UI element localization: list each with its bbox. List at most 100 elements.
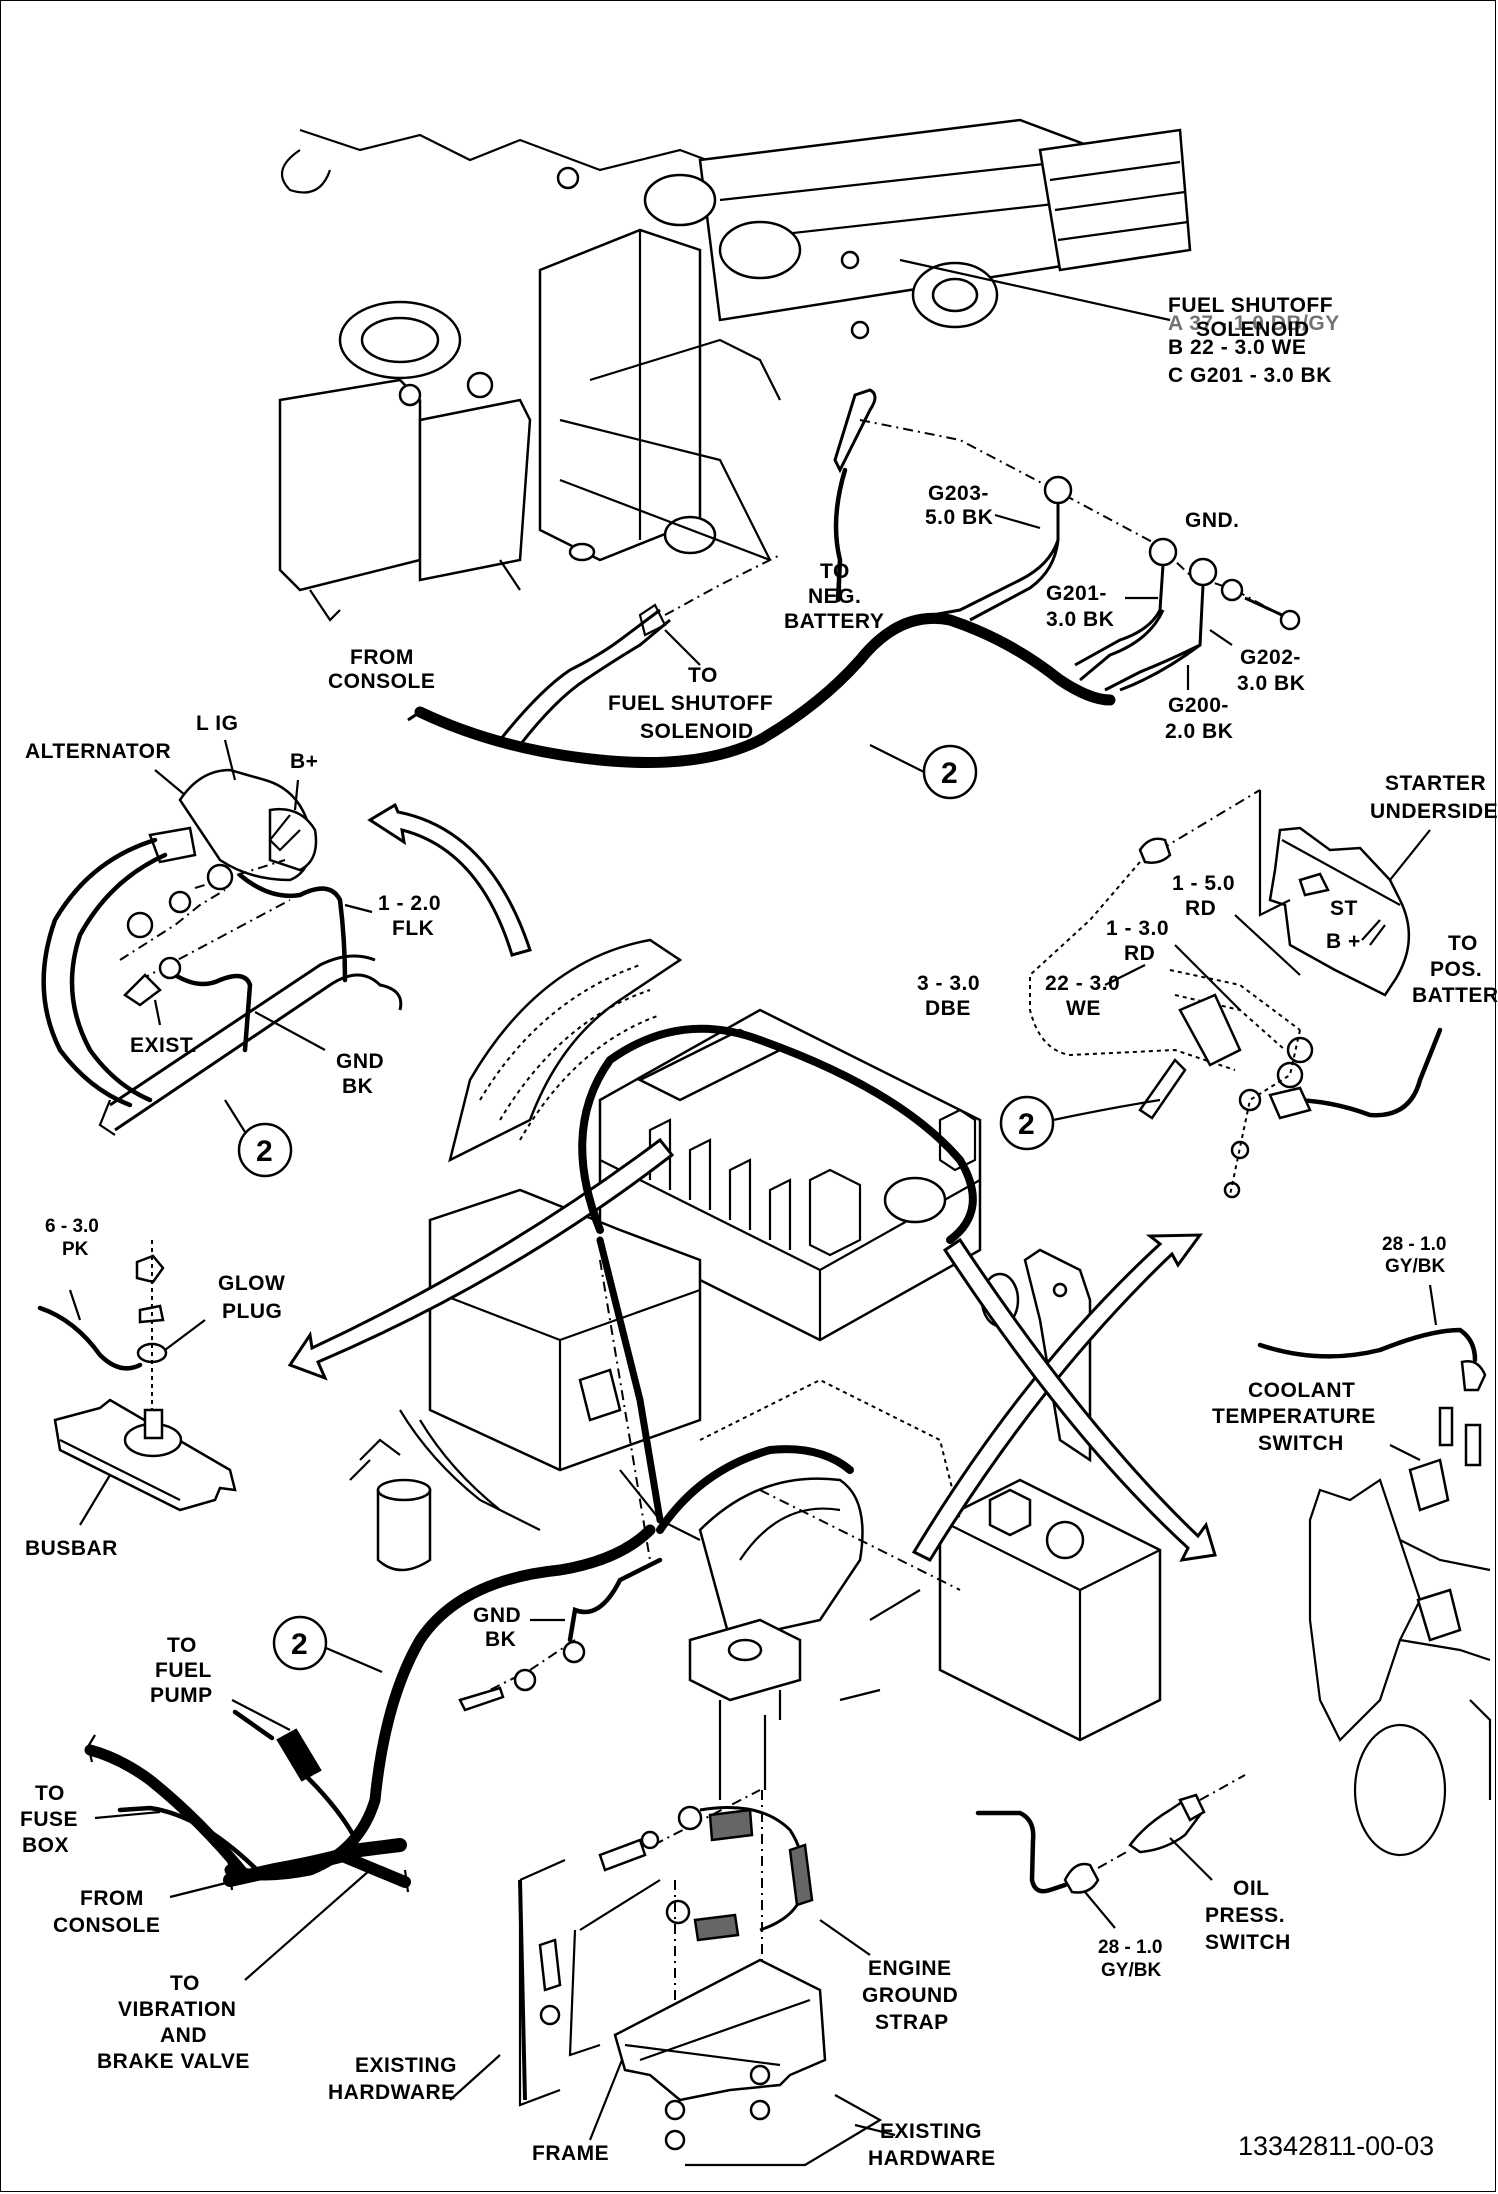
oil-title-2: PRESS. <box>1205 1904 1285 1927</box>
starter-washer <box>1238 1088 1262 1112</box>
fuel-pump-connector <box>276 1728 322 1782</box>
oil-pressure-detail: OIL PRESS. SWITCH 28 - 1.0 GY/BK <box>975 1774 1291 1981</box>
callout-2-alternator <box>237 1122 293 1178</box>
callout-2-harness-number: 2 <box>291 1628 308 1661</box>
engine-ground-strap-1: ENGINE <box>868 1957 952 1980</box>
frame-nut-icon <box>664 2129 686 2151</box>
rotation-arrows <box>287 802 1217 1562</box>
oil-connector <box>1063 1862 1100 1894</box>
ground-washer <box>1220 578 1244 602</box>
starter-wire-22-1: 22 - 3.0 <box>1045 972 1120 995</box>
fuel-shutoff-wire-c: C G201 - 3.0 BK <box>1168 364 1332 387</box>
glow-plug-detail: 6 - 3.0 PK GLOW PLUG BUSBAR <box>25 1216 285 1560</box>
strap-bolt-icon <box>598 1838 647 1872</box>
arrow-icon <box>367 802 532 957</box>
center-gnd-washer <box>513 1668 537 1692</box>
frame-bracket <box>613 1958 827 2102</box>
gnd-label: GND. <box>1185 509 1240 532</box>
starter-b-plus: B + <box>1326 930 1361 953</box>
starter-connector <box>1138 837 1172 864</box>
to-vibration-4: BRAKE VALVE <box>97 2050 250 2073</box>
to-neg-battery-2: NEG. <box>808 585 861 608</box>
coolant-title-2: TEMPERATURE <box>1212 1405 1376 1428</box>
g201-label-2: 3.0 BK <box>1046 608 1114 631</box>
from-console-lower-1: FROM <box>80 1887 144 1910</box>
starter-wire-1-5-1: 1 - 5.0 <box>1172 872 1235 895</box>
fuel-shutoff-leader <box>899 258 1171 322</box>
glow-wire-2: PK <box>62 1239 89 1260</box>
strap-ring-top <box>677 1805 703 1831</box>
ground-strap-detail: ENGINE GROUND STRAP EXISTING HARDWARE FR… <box>328 1715 995 2170</box>
g200-label-2: 2.0 BK <box>1165 720 1233 743</box>
starter-detail: 2 STARTER UNDERSIDE ST B + 1 - 5.0 RD 1 … <box>917 772 1498 1199</box>
callout-2-alternator-number: 2 <box>256 1135 273 1168</box>
g203-label-1: G203- <box>928 482 989 505</box>
ground-bolt-icon <box>1279 609 1301 631</box>
callout-2-starter-number: 2 <box>1018 1108 1035 1141</box>
to-pos-battery-2: POS. <box>1430 958 1482 981</box>
coolant-connector <box>1460 1360 1487 1392</box>
alternator-title: ALTERNATOR <box>25 740 171 763</box>
central-engine <box>349 938 1162 1742</box>
coolant-wire-1: 28 - 1.0 <box>1382 1234 1446 1255</box>
to-vibration-2: VIBRATION <box>118 1998 236 2021</box>
ground-ring-g202 <box>1188 557 1218 587</box>
starter-wire-22-2: WE <box>1066 997 1101 1020</box>
glow-plug-title-2: PLUG <box>222 1300 282 1323</box>
starter-wire-1-3-2: RD <box>1124 942 1155 965</box>
alt-nut <box>126 911 154 939</box>
busbar-label: BUSBAR <box>25 1537 118 1560</box>
fuel-shutoff-title: FUEL SHUTOFF <box>1168 294 1333 317</box>
engine-gnd-2: BK <box>485 1628 516 1651</box>
alternator-gnd-1: GND <box>336 1050 384 1073</box>
top-ground-wiring: 2 <box>407 388 1301 800</box>
strap-ring-bottom <box>665 1899 691 1925</box>
coolant-detail: 28 - 1.0 GY/BK COOLANT TEMPERATURE SWITC… <box>1212 1234 1492 1857</box>
to-pos-battery-1: TO <box>1448 932 1478 955</box>
oil-title-1: OIL <box>1233 1877 1270 1900</box>
alt-washer <box>168 890 192 914</box>
coolant-wire-2: GY/BK <box>1385 1256 1445 1277</box>
to-fuel-pump-3: PUMP <box>150 1684 213 1707</box>
to-pos-battery-3: BATTERY <box>1412 984 1498 1007</box>
g202-label-1: G202- <box>1240 646 1301 669</box>
top-ground-labels: G203- 5.0 BK GND. G201- 3.0 BK G202- 3.0… <box>328 482 1305 743</box>
callout-2-harness <box>272 1615 328 1671</box>
starter-title-2: UNDERSIDE <box>1370 800 1498 823</box>
alternator-b-plus: B+ <box>290 750 318 773</box>
engine-ground-strap-3: STRAP <box>875 2011 949 2034</box>
alternator-gnd-2: BK <box>342 1075 373 1098</box>
to-fuel-shutoff-3: SOLENOID <box>640 720 754 743</box>
engine-ground-strap-2: GROUND <box>862 1984 958 2007</box>
engine-gnd-1: GND <box>473 1604 521 1627</box>
alternator-detail: 2 ALTERNATOR L IG B+ 1 - 2.0 FLK EXIST. … <box>25 712 441 1178</box>
from-console-top-1: FROM <box>350 646 414 669</box>
existing-nut-icon <box>539 2004 561 2026</box>
from-console-top-2: CONSOLE <box>328 670 435 693</box>
to-vibration-1: TO <box>170 1972 200 1995</box>
frame-nut-2-icon <box>749 2099 771 2121</box>
strap-washer-icon <box>640 1830 660 1850</box>
g203-label-2: 5.0 BK <box>925 506 993 529</box>
to-fuse-box-1: TO <box>35 1782 65 1805</box>
existing-hardware-left-2: HARDWARE <box>328 2081 456 2104</box>
starter-title-1: STARTER <box>1385 772 1486 795</box>
starter-wire-1-5-2: RD <box>1185 897 1216 920</box>
oil-wire-1: 28 - 1.0 <box>1098 1937 1162 1958</box>
coolant-title-1: COOLANT <box>1248 1379 1355 1402</box>
glow-nut-icon <box>135 1254 165 1284</box>
from-console-lower-2: CONSOLE <box>53 1914 160 1937</box>
to-fuel-pump-2: FUEL <box>155 1659 212 1682</box>
fuel-shutoff-wire-b: B 22 - 3.0 WE <box>1168 336 1306 359</box>
starter-wire-3-1: 3 - 3.0 <box>917 972 980 995</box>
arrow-icon <box>911 1233 1204 1562</box>
existing-bolt-icon <box>538 1938 562 1992</box>
oil-title-3: SWITCH <box>1205 1931 1291 1954</box>
callout-2-top-number: 2 <box>941 757 958 790</box>
to-vibration-3: AND <box>160 2024 207 2047</box>
starter-wire-1-3-1: 1 - 3.0 <box>1106 917 1169 940</box>
to-fuel-pump-1: TO <box>167 1634 197 1657</box>
to-neg-battery-3: BATTERY <box>784 610 884 633</box>
center-gnd-ring <box>562 1640 586 1664</box>
